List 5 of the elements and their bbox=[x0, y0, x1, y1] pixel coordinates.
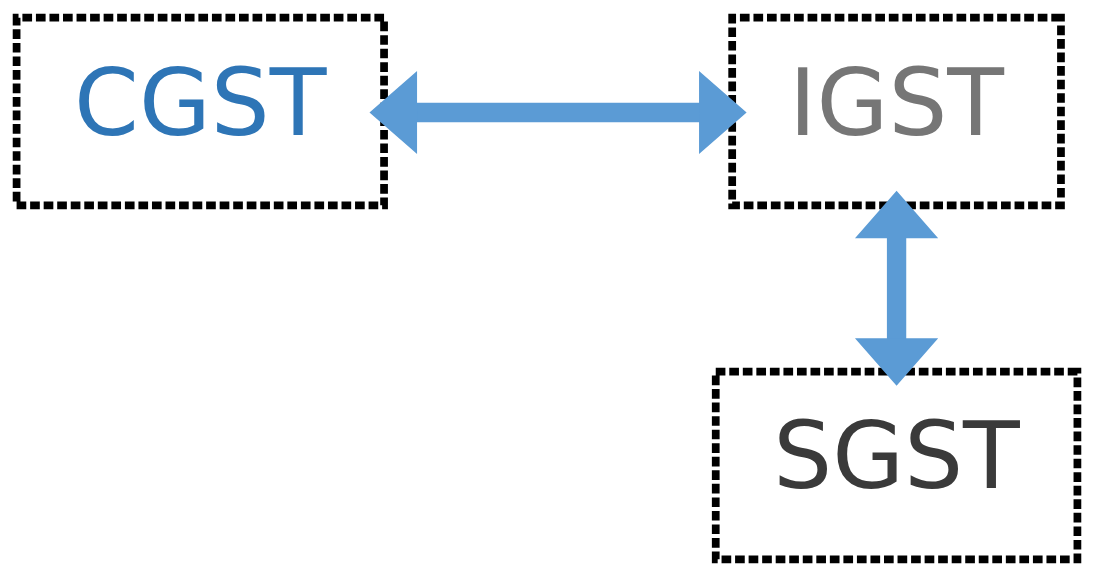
node-box: IGST bbox=[728, 13, 1065, 210]
arrow bbox=[369, 70, 747, 155]
arrow bbox=[854, 190, 939, 386]
node-box: CGST bbox=[12, 13, 388, 210]
node-box: SGST bbox=[711, 367, 1082, 564]
